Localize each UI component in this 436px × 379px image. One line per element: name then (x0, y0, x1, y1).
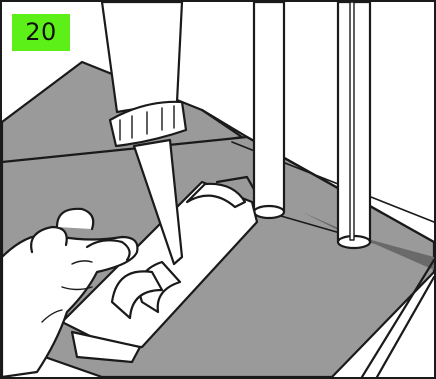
step-number-badge: 20 (12, 14, 70, 51)
